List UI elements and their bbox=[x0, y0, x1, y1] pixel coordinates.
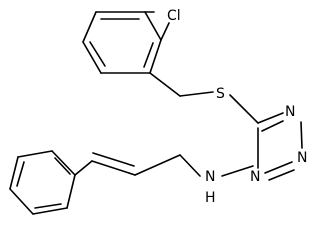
nitrogen-label-n4: N bbox=[250, 169, 260, 185]
bond bbox=[261, 120, 284, 132]
bond bbox=[32, 207, 68, 215]
bond bbox=[229, 94, 259, 124]
bond bbox=[257, 112, 284, 124]
atom-labels: Cl S N N N N H bbox=[167, 8, 307, 206]
chlorophenyl-ring bbox=[82, 11, 162, 74]
bond bbox=[134, 154, 181, 176]
bond bbox=[300, 121, 303, 149]
bond bbox=[160, 22, 170, 41]
bond bbox=[9, 156, 19, 190]
bond bbox=[91, 160, 136, 176]
phenyl-ring bbox=[9, 150, 76, 215]
bond bbox=[54, 157, 71, 175]
hydrogen-label: H bbox=[205, 190, 216, 206]
bond bbox=[144, 11, 162, 41]
bond bbox=[82, 11, 97, 43]
molecule-drawing: Cl S N N N N H bbox=[9, 8, 307, 215]
triazole-ring bbox=[257, 112, 303, 181]
bond bbox=[82, 41, 102, 74]
bond bbox=[34, 203, 62, 209]
bond bbox=[16, 161, 25, 187]
nitrogen-label-n2: N bbox=[297, 150, 307, 166]
bond bbox=[74, 160, 93, 176]
bond bbox=[221, 165, 254, 177]
bond bbox=[149, 39, 162, 74]
bond bbox=[179, 154, 201, 177]
bond bbox=[268, 169, 295, 181]
bond bbox=[149, 72, 181, 97]
sulfur-label: S bbox=[216, 86, 225, 102]
bond bbox=[92, 152, 135, 167]
nitrogen-label-n3: N bbox=[285, 104, 295, 120]
bond bbox=[179, 91, 214, 97]
bond bbox=[66, 174, 76, 209]
bond bbox=[264, 161, 293, 174]
bond bbox=[51, 150, 76, 176]
bond bbox=[143, 42, 154, 68]
bond bbox=[9, 188, 34, 215]
chlorine-label: Cl bbox=[167, 8, 181, 24]
structure-diagram: Cl S N N N N H bbox=[9, 8, 307, 215]
bond bbox=[17, 150, 53, 158]
nitrogen-label-nh: N bbox=[205, 169, 215, 185]
bond bbox=[89, 41, 106, 67]
